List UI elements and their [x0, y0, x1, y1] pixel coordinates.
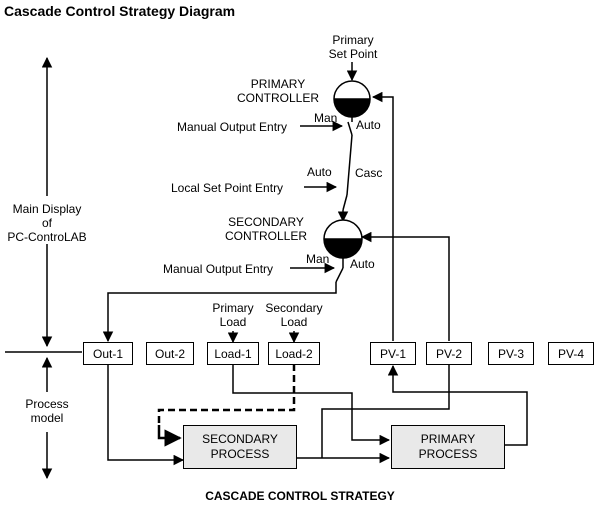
secondary-manual-output-label: Manual Output Entry [163, 262, 274, 276]
casc-label: Casc [355, 166, 383, 180]
primary-manual-output-label: Manual Output Entry [177, 120, 288, 134]
load2-to-secondary-end [157, 425, 182, 447]
primary-controller-symbol [333, 80, 371, 118]
secondary-switch [335, 267, 344, 283]
diagram-footer: CASCADE CONTROL STRATEGY [205, 489, 395, 503]
out2-box: Out-2 [146, 342, 194, 365]
pv3-box: PV-3 [488, 342, 534, 365]
out1-box: Out-1 [83, 342, 133, 365]
pv2-feedback [360, 231, 450, 341]
load2-to-secondary [157, 364, 296, 425]
pv1-box: PV-1 [370, 342, 416, 365]
secondary-auto-label: Auto [350, 257, 375, 271]
secondary-controller-symbol [323, 219, 363, 259]
pv1-feedback [371, 91, 394, 341]
secondary-to-pv2 [321, 364, 450, 458]
primary-man-label: Man [314, 111, 338, 125]
casc-line [346, 134, 353, 196]
pv2-box: PV-2 [426, 342, 472, 365]
casc-auto-label: Auto [307, 165, 332, 179]
primary-to-pv1 [387, 364, 528, 446]
secondary-man-label: Man [306, 252, 330, 266]
primary-auto-label: Auto [356, 118, 381, 132]
diagram-title: Cascade Control Strategy Diagram [4, 3, 236, 19]
load2-box: Load-2 [268, 342, 320, 365]
out1-to-secondary [107, 364, 185, 466]
load1-box: Load-1 [207, 342, 259, 365]
local-set-point-label: Local Set Point Entry [171, 181, 284, 195]
out1-feed [102, 282, 337, 343]
casc-switch [342, 194, 348, 211]
primary-switch [347, 121, 353, 136]
load1-to-primary [232, 364, 391, 446]
pv4-box: PV-4 [548, 342, 594, 365]
